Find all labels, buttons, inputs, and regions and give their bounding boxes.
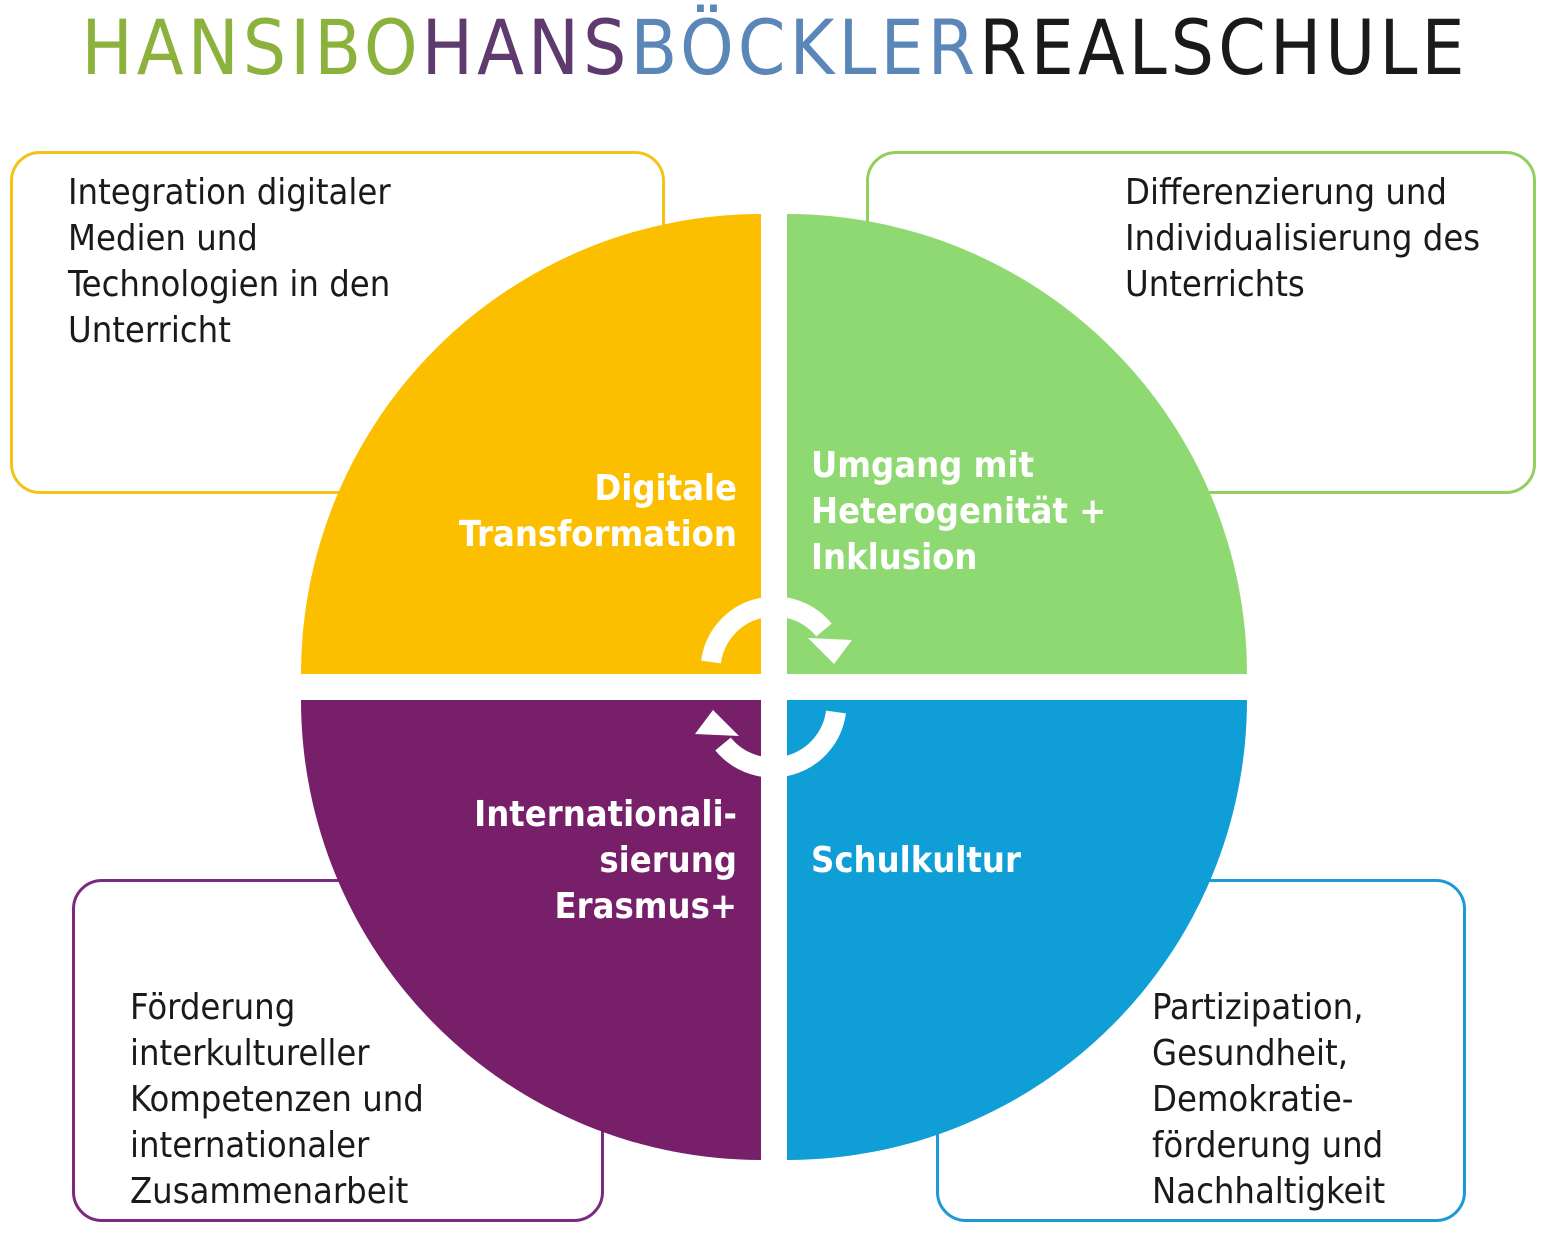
label-digital-transformation: Digitale Transformation [458,468,737,555]
title-part-realschule: REALSCHULE [979,3,1469,92]
title-part-boeckler: BÖCKLER [630,3,980,92]
title-part-hansibo: HANSIBO [81,3,422,92]
box-text-bottom-right: Partizipation, Gesundheit, Demokratie- f… [1152,987,1386,1212]
circular-arrows-icon [695,596,852,778]
quadrant-schulkultur [787,700,1247,1160]
title-part-hans: HANS [421,3,631,92]
school-logo-title: HANSIBOHANSBÖCKLERREALSCHULE [0,8,1550,88]
box-text-top-right: Differenzierung und Individualisierung d… [1125,172,1481,305]
label-internationalisation: Internationali- sierung Erasmus+ [474,794,737,927]
box-text-top-left: Integration digitaler Medien und Technol… [68,172,391,351]
quadrant-internationalisation [301,700,761,1160]
quadrant-digital-transformation [301,214,761,674]
box-text-bottom-left: Förderung interkultureller Kompetenzen u… [130,987,424,1212]
quadrant-heterogenity [787,214,1247,674]
label-schulkultur: Schulkultur [811,840,1021,881]
label-heterogenity-inclusion: Umgang mit Heterogenität + Inklusion [811,445,1107,578]
